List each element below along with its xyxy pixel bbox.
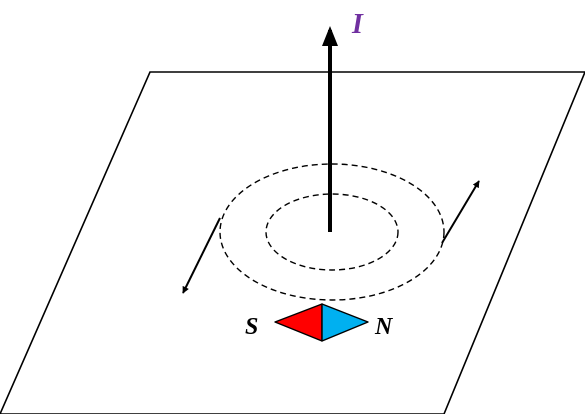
south-pole-label: S	[245, 314, 258, 340]
field-direction-arrow-left	[182, 217, 221, 294]
compass-south-half	[274, 303, 323, 342]
field-direction-arrow-right	[441, 180, 480, 244]
field-line-inner	[265, 193, 399, 271]
current-arrowhead	[322, 26, 338, 46]
horizontal-plane	[0, 71, 585, 414]
field-line-outer	[219, 163, 445, 301]
compass-north-half	[321, 303, 369, 342]
north-pole-label: N	[374, 314, 394, 340]
compass-needle	[274, 303, 369, 342]
current-label: I	[351, 9, 364, 40]
